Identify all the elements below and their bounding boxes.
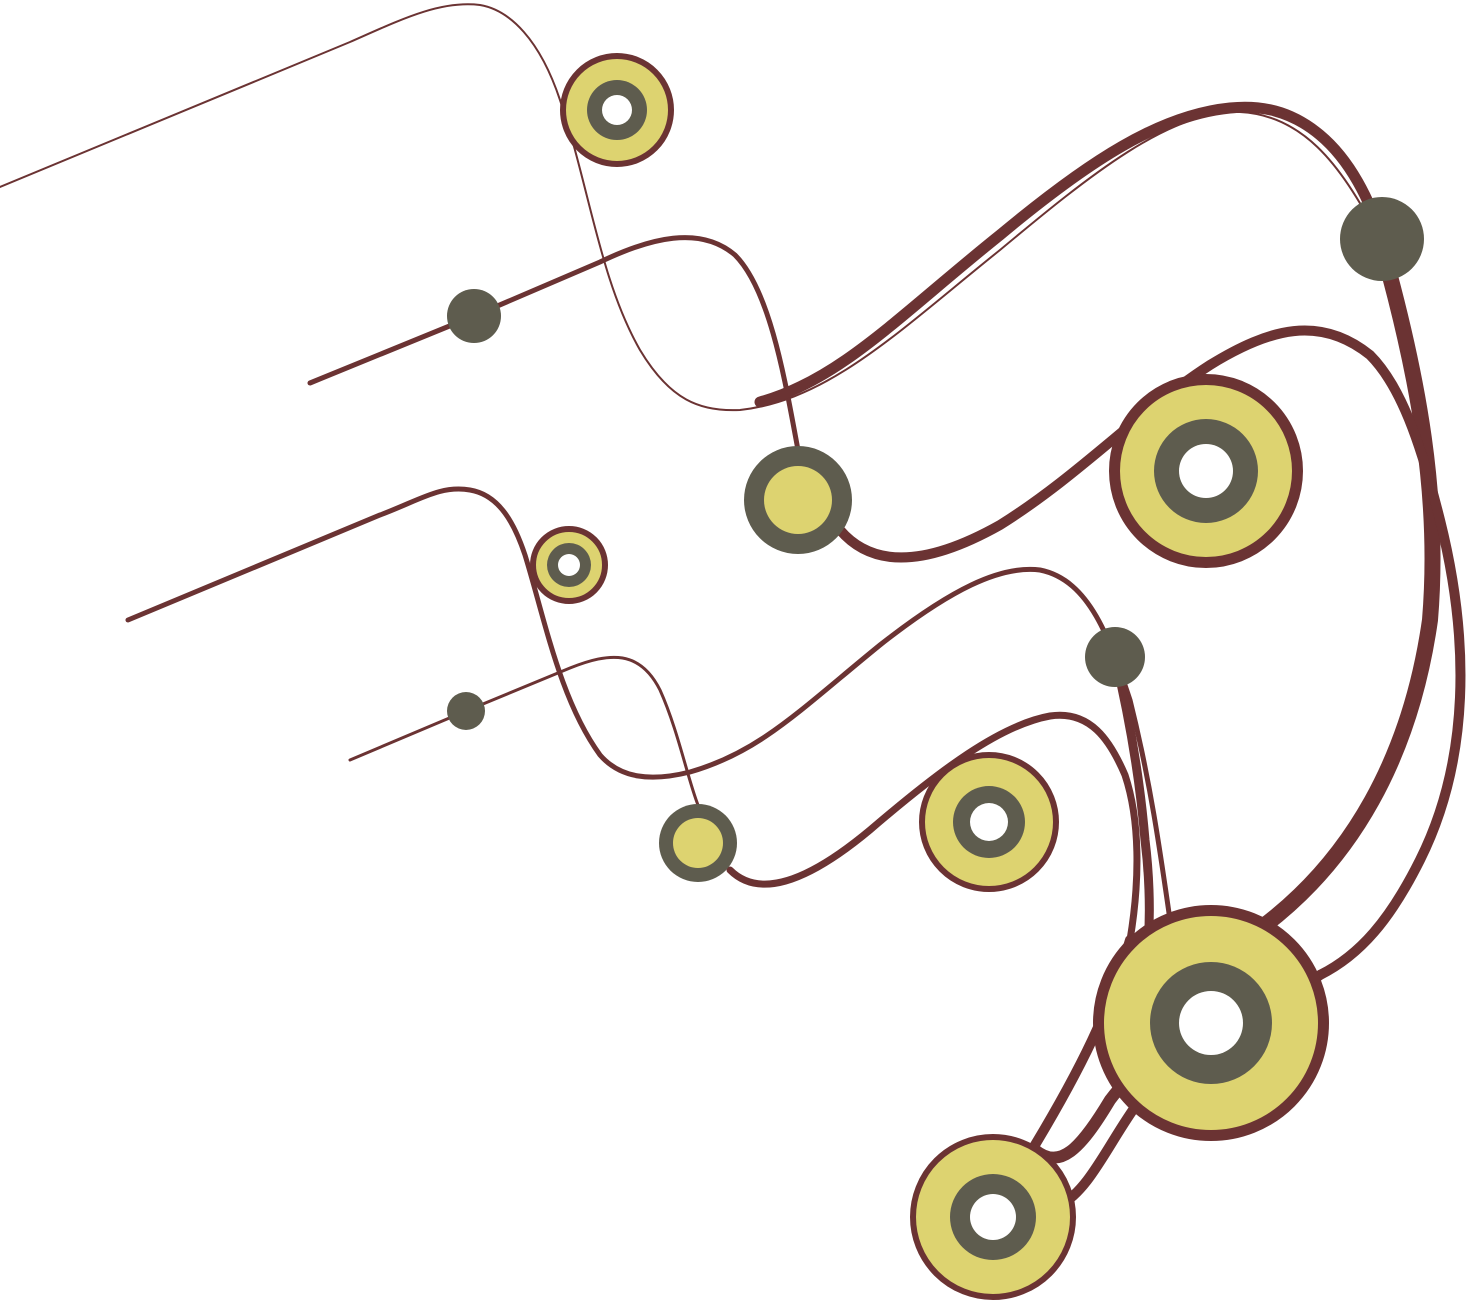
node-dot-7: [447, 692, 485, 730]
node-ring-1: [560, 53, 674, 167]
curve-2: [1257, 232, 1441, 933]
node-disc-3: [744, 446, 852, 554]
curve-8: [726, 711, 1141, 944]
node-dot-5: [1340, 197, 1424, 281]
white-center: [1179, 444, 1233, 498]
grey-dot: [1085, 627, 1145, 687]
grey-dot: [447, 289, 501, 343]
node-dot-2: [447, 289, 501, 343]
node-ring-11: [1093, 905, 1329, 1141]
curve-3: [307, 235, 801, 453]
node-ring-6: [530, 526, 608, 604]
node-ring-9: [919, 752, 1059, 892]
white-center: [970, 803, 1008, 841]
node-dot-10: [1085, 627, 1145, 687]
white-center: [602, 95, 632, 125]
node-ring-12: [910, 1134, 1076, 1300]
curve-5: [754, 101, 1388, 408]
yellow-disc-inner: [764, 466, 832, 534]
white-center: [1179, 991, 1243, 1055]
node-disc-8: [659, 804, 737, 882]
grey-dot: [447, 692, 485, 730]
white-center: [558, 554, 580, 576]
curve-1: [0, 3, 1381, 412]
curve-7: [348, 655, 700, 807]
grey-dot: [1340, 197, 1424, 281]
node-ring-4: [1109, 374, 1303, 568]
curve-4: [835, 325, 1466, 980]
nodes-group: [447, 53, 1424, 1300]
white-center: [970, 1194, 1016, 1240]
curve-9: [1110, 652, 1154, 955]
yellow-disc-inner: [673, 818, 723, 868]
